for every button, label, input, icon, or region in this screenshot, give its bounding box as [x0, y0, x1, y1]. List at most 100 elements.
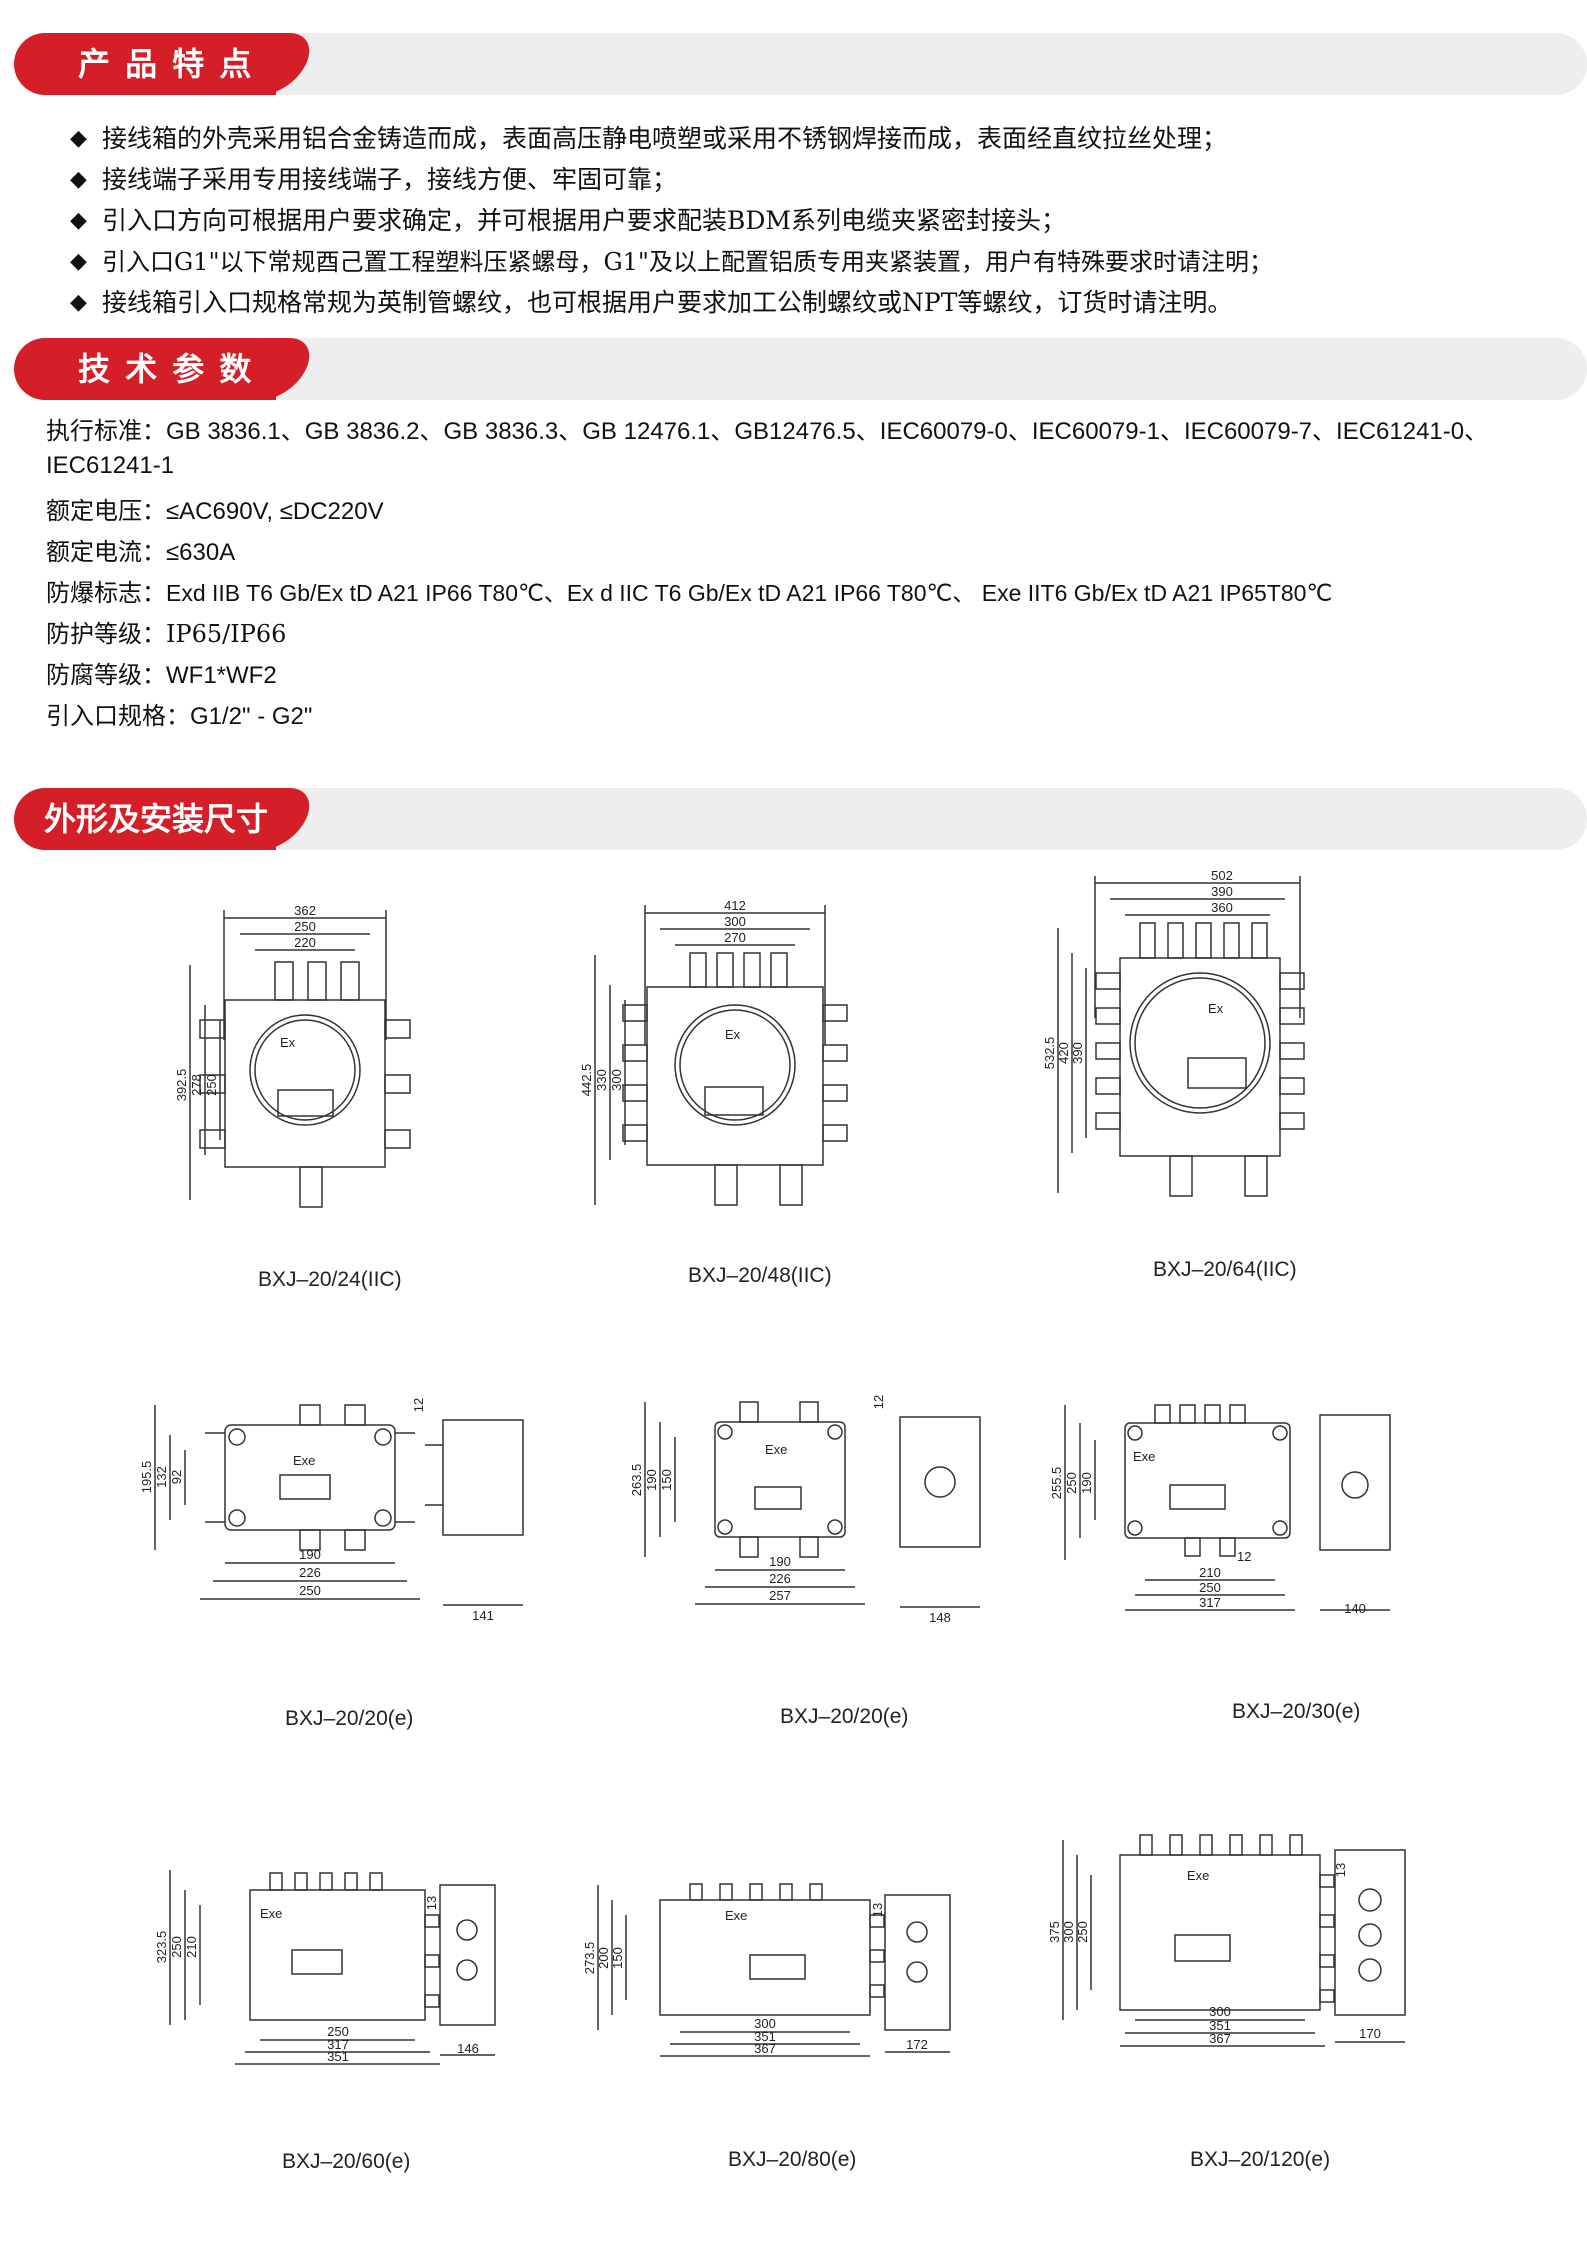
dim-250-v: 250	[169, 1936, 184, 1958]
box-label: Ex	[1208, 1001, 1224, 1016]
dim-190-v: 190	[644, 1469, 659, 1491]
dim-300-v: 300	[609, 1069, 624, 1091]
dim-360: 360	[1211, 900, 1233, 915]
dim-367: 367	[754, 2041, 776, 2056]
section-title-features: 产 品 特 点	[78, 45, 254, 83]
dim-375: 375	[1047, 1921, 1062, 1943]
section-title-params: 技 术 参 数	[78, 350, 254, 388]
dim-13: 13	[1333, 1863, 1348, 1877]
dim-12: 12	[1237, 1549, 1251, 1564]
caption-bxj-20-20-b: BXJ–20/20(e)	[780, 1705, 909, 1728]
param-inlet: 引入口规格：G1/2" - G2"	[46, 702, 313, 730]
caption-bxj-20-80: BXJ–20/80(e)	[728, 2148, 857, 2171]
dim-190: 190	[769, 1554, 791, 1569]
dim-300: 300	[1209, 2004, 1231, 2019]
param-protection: 防护等级：IP65/IP66	[46, 620, 287, 648]
dim-317: 317	[327, 2037, 349, 2052]
box-label: Ex	[725, 1027, 741, 1042]
drawing-bxj-20-20-b: Exe 190 226 257 263.5 190 150 12 148	[629, 1395, 981, 1625]
param-corrosion: 防腐等级：WF1*WF2	[46, 661, 277, 689]
param-current: 额定电流：≤630A	[46, 538, 236, 566]
dim-390-v: 390	[1070, 1042, 1085, 1064]
param-standard: 执行标准：GB 3836.1、GB 3836.2、GB 3836.3、GB 12…	[46, 417, 1489, 479]
section-header-dims: 外形及安装尺寸	[14, 788, 1587, 850]
dim-317: 317	[1199, 1595, 1221, 1610]
box-label: Exe	[725, 1908, 747, 1923]
dim-273-5: 273.5	[582, 1942, 597, 1975]
dim-13: 13	[870, 1903, 885, 1917]
dim-210: 210	[184, 1936, 199, 1958]
dim-257: 257	[769, 1588, 791, 1603]
diamond-bullet-icon: ◆	[70, 208, 87, 233]
dim-12: 12	[411, 1398, 426, 1412]
caption-bxj-20-64: BXJ–20/64(IIC)	[1153, 1258, 1297, 1281]
dim-392-5: 392.5	[174, 1069, 189, 1102]
dim-250-v: 250	[204, 1074, 219, 1096]
dim-250: 250	[1199, 1580, 1221, 1595]
params-list: 执行标准：GB 3836.1、GB 3836.2、GB 3836.3、GB 12…	[46, 414, 1566, 737]
dim-92: 92	[169, 1470, 184, 1484]
diamond-bullet-icon: ◆	[70, 167, 87, 192]
dim-351: 351	[754, 2029, 776, 2044]
diamond-bullet-icon: ◆	[70, 249, 87, 274]
dim-330: 330	[594, 1069, 609, 1091]
dim-442-5: 442.5	[579, 1064, 594, 1097]
param-explosion: 防爆标志：Exd IIB T6 Gb/Ex tD A21 IP66 T80℃、E…	[46, 579, 1333, 607]
caption-bxj-20-30: BXJ–20/30(e)	[1232, 1700, 1361, 1723]
dim-170: 170	[1359, 2026, 1381, 2041]
feature-item: ◆接线箱引入口规格常规为英制管螺纹，也可根据用户要求加工公制螺纹或NPT等螺纹，…	[70, 282, 1560, 323]
feature-item: ◆引入口G1"以下常规酉己置工程塑料压紧螺母，G1"及以上配置铝质专用夹紧装置，…	[70, 241, 1560, 282]
dim-250: 250	[294, 919, 316, 934]
dim-190: 190	[299, 1547, 321, 1562]
section-header-features: 产 品 特 点	[14, 33, 1587, 95]
caption-bxj-20-24: BXJ–20/24(IIC)	[258, 1268, 402, 1291]
dim-300: 300	[724, 914, 746, 929]
diamond-bullet-icon: ◆	[70, 126, 87, 151]
dim-12: 12	[871, 1395, 886, 1409]
drawing-bxj-20-30: Exe 210 250 317 255.5 250 190 12 140	[1049, 1404, 1391, 1616]
dim-300-v: 300	[1061, 1921, 1076, 1943]
dim-210: 210	[1199, 1565, 1221, 1580]
dim-323-5: 323.5	[154, 1931, 169, 1964]
caption-bxj-20-20-a: BXJ–20/20(e)	[285, 1707, 414, 1730]
box-label: Exe	[1187, 1868, 1209, 1883]
drawing-bxj-20-24: 362 250 220 392.5 278 250 Ex	[174, 903, 411, 1208]
caption-bxj-20-48: BXJ–20/48(IIC)	[688, 1264, 832, 1287]
dim-250: 250	[1075, 1921, 1090, 1943]
dim-172: 172	[906, 2037, 928, 2052]
dim-132: 132	[154, 1466, 169, 1488]
dim-141: 141	[472, 1608, 494, 1623]
dim-190: 190	[1079, 1472, 1094, 1494]
box-label: Ex	[280, 1035, 296, 1050]
diamond-bullet-icon: ◆	[70, 290, 87, 315]
dim-412: 412	[724, 898, 746, 913]
dim-150: 150	[659, 1469, 674, 1491]
feature-item: ◆引入口方向可根据用户要求确定，并可根据用户要求配装BDM系列电缆夹紧密封接头；	[70, 200, 1560, 241]
drawing-bxj-20-48: 412 300 270 442.5 330 300 Ex	[579, 898, 848, 1206]
dim-195-5: 195.5	[139, 1461, 154, 1494]
dim-200: 200	[596, 1947, 611, 1969]
dim-300: 300	[754, 2016, 776, 2031]
dim-146: 146	[457, 2041, 479, 2056]
drawing-bxj-20-60: Exe 250 317 351 323.5 250 210 13 146	[154, 1870, 496, 2065]
dim-250-v: 250	[1064, 1472, 1079, 1494]
dim-220: 220	[294, 935, 316, 950]
caption-bxj-20-120: BXJ–20/120(e)	[1190, 2148, 1331, 2171]
drawing-bxj-20-64: 502 390 360 532.5 420 390 Ex	[1042, 868, 1305, 1197]
caption-bxj-20-60: BXJ–20/60(e)	[282, 2150, 411, 2173]
dim-270: 270	[724, 930, 746, 945]
box-label: Exe	[765, 1442, 787, 1457]
dim-140: 140	[1344, 1601, 1366, 1616]
box-label: Exe	[1133, 1449, 1155, 1464]
dim-255-5: 255.5	[1049, 1467, 1064, 1500]
dim-532-5: 532.5	[1042, 1037, 1057, 1070]
features-list: ◆接线箱的外壳采用铝合金铸造而成，表面高压静电喷塑或采用不锈钢焊接而成，表面经直…	[70, 118, 1560, 323]
dim-390: 390	[1211, 884, 1233, 899]
param-voltage: 额定电压：≤AC690V, ≤DC220V	[46, 497, 384, 525]
dim-250: 250	[327, 2024, 349, 2039]
section-header-params: 技 术 参 数	[14, 338, 1587, 400]
dim-13: 13	[424, 1896, 439, 1910]
dim-362: 362	[294, 903, 316, 918]
dim-351: 351	[1209, 2018, 1231, 2033]
dim-367: 367	[1209, 2031, 1231, 2046]
